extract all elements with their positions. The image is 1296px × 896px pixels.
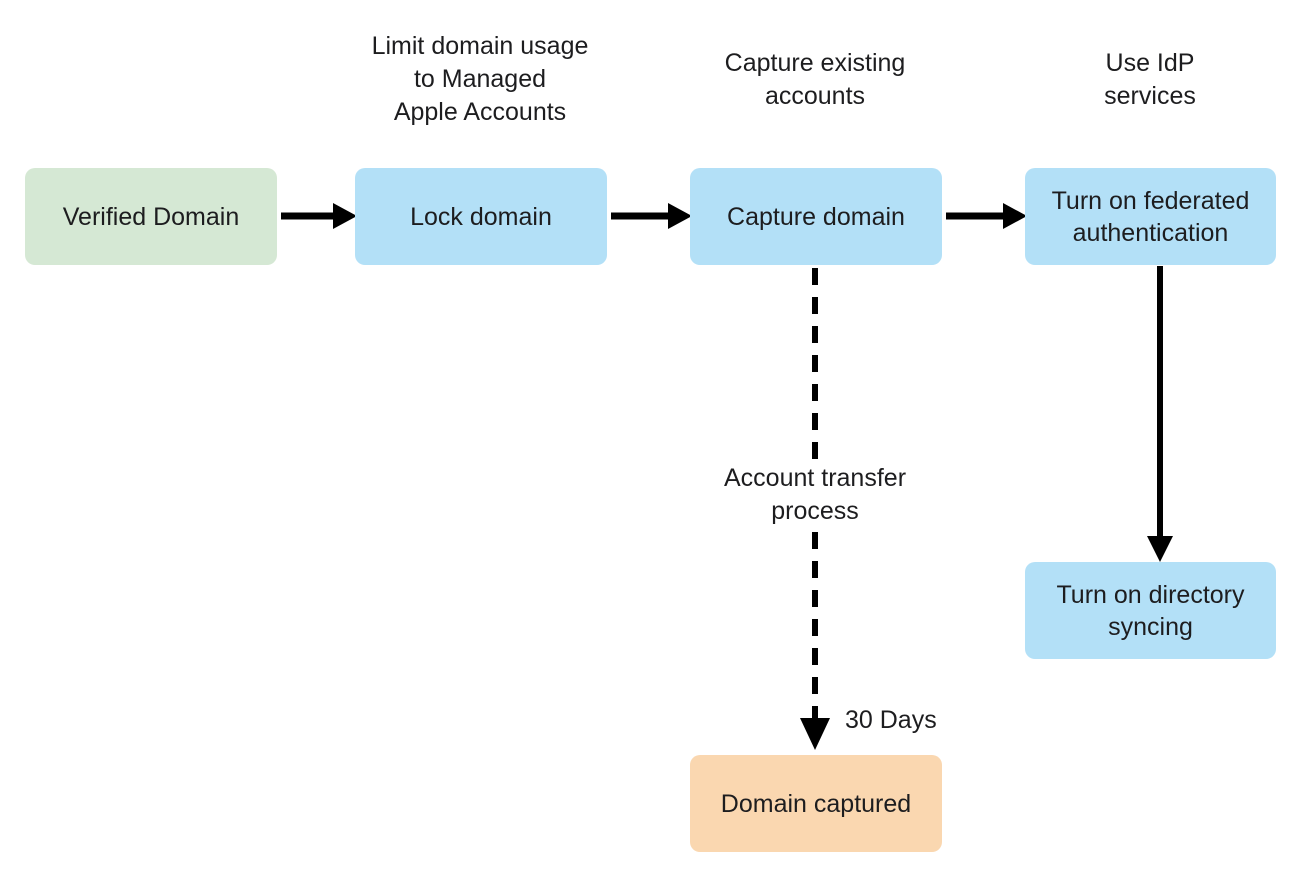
arrow-capture-to-federated [946,203,1027,229]
edge-label-30-days: 30 Days [845,706,937,734]
arrow-lock-to-capture [611,203,692,229]
node-turn-on-federated-authentication[interactable]: Turn on federated authentication [1025,168,1276,265]
caption-capture-existing-accounts: Capture existing accounts [724,49,906,110]
arrow-federated-to-directory-syncing [1147,266,1173,562]
caption-use-idp-services: Use IdP services [1104,49,1196,110]
edge-label-account-transfer-process: Account transfer process [723,464,907,525]
caption-limit-domain-usage: Limit domain usage to Managed Apple Acco… [371,32,589,126]
node-capture-domain[interactable]: Capture domain [690,168,942,265]
arrow-verified-to-lock [281,203,357,229]
node-verified-domain[interactable]: Verified Domain [25,168,277,265]
node-turn-on-directory-syncing[interactable]: Turn on directory syncing [1025,562,1276,659]
node-domain-captured[interactable]: Domain captured [690,755,942,852]
node-lock-domain[interactable]: Lock domain [355,168,607,265]
